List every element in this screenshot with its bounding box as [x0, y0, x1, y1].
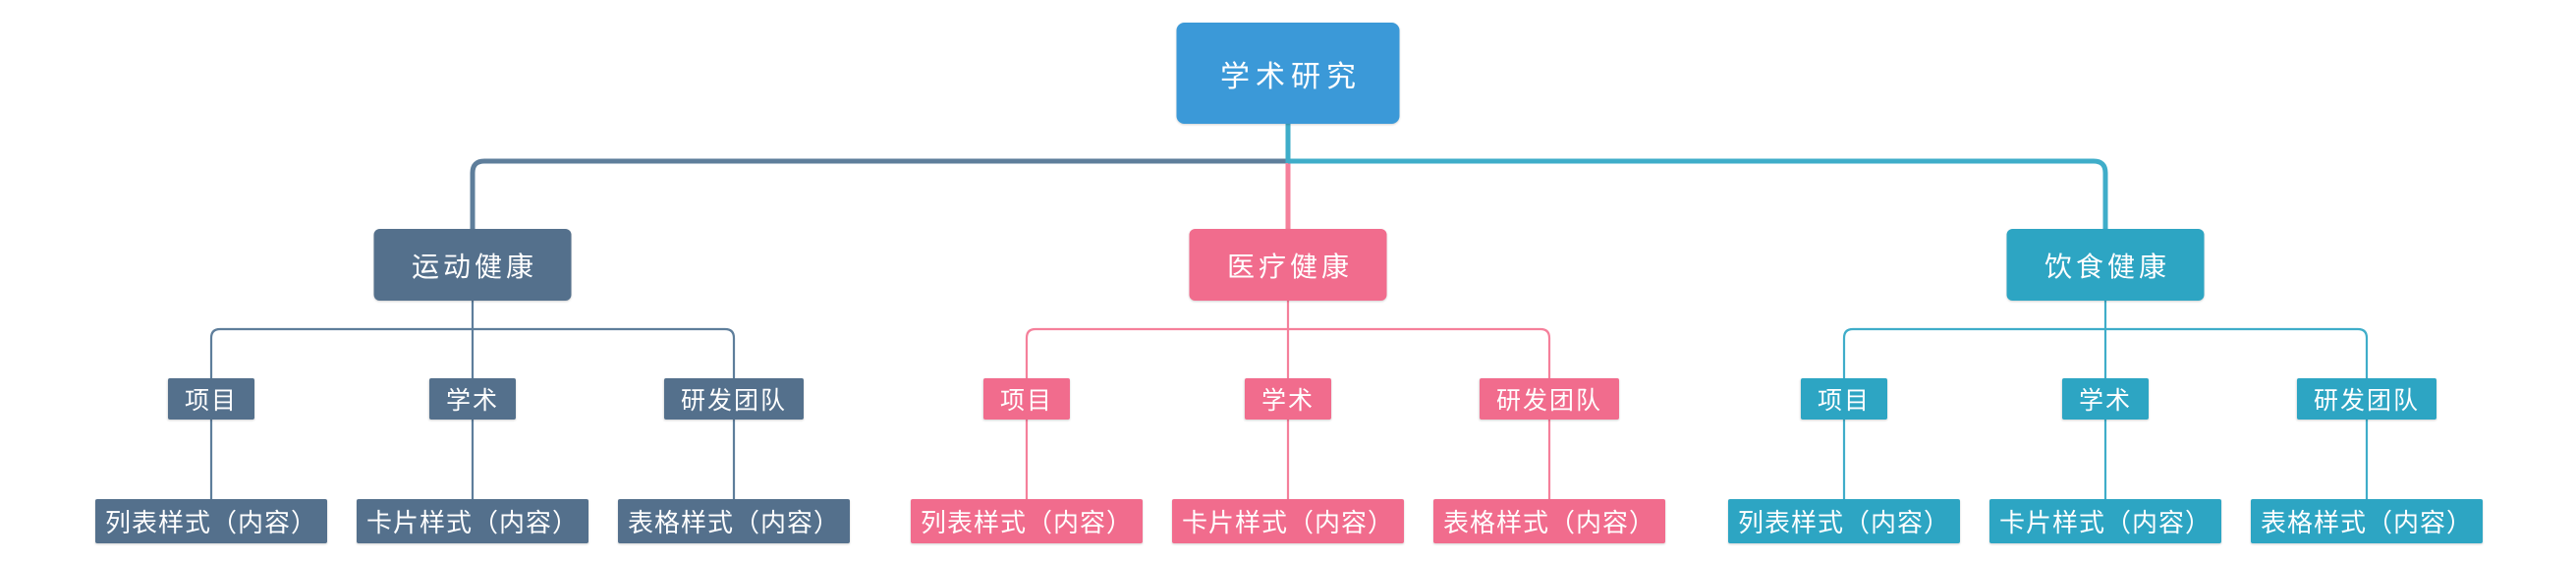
sport-branch-rail [209, 295, 736, 383]
connector-root-to-sport-branch [470, 158, 1288, 236]
diet-branch-rail [1842, 295, 2369, 383]
diet-child-leaf-links [1842, 418, 2369, 503]
branch-node-sport[interactable]: 运动健康 [373, 229, 572, 301]
child-node-sport-project[interactable]: 项目 [167, 378, 255, 420]
leaf-node-diet-table-style[interactable]: 表格样式（内容） [2251, 499, 2483, 543]
leaf-node-diet-card-style[interactable]: 卡片样式（内容） [1989, 499, 2221, 543]
child-node-diet-project[interactable]: 项目 [1800, 378, 1888, 420]
branch-node-diet[interactable]: 饮食健康 [2006, 229, 2205, 301]
leaf-node-sport-table-style[interactable]: 表格样式（内容） [618, 499, 850, 543]
child-node-sport-academic[interactable]: 学术 [428, 378, 517, 420]
leaf-node-sport-card-style[interactable]: 卡片样式（内容） [357, 499, 588, 543]
leaf-node-sport-list-style[interactable]: 列表样式（内容） [95, 499, 327, 543]
connector-root-to-diet-branch [1285, 124, 2108, 236]
branch-node-medical[interactable]: 医疗健康 [1189, 229, 1387, 301]
medical-branch-rail [1025, 295, 1551, 383]
root-node[interactable]: 学术研究 [1176, 23, 1400, 124]
child-node-sport-rdteam[interactable]: 研发团队 [663, 378, 805, 420]
child-node-medical-project[interactable]: 项目 [982, 378, 1071, 420]
leaf-node-medical-list-style[interactable]: 列表样式（内容） [911, 499, 1143, 543]
child-node-diet-academic[interactable]: 学术 [2061, 378, 2150, 420]
sport-child-leaf-links [209, 418, 736, 503]
leaf-node-diet-list-style[interactable]: 列表样式（内容） [1728, 499, 1960, 543]
leaf-node-medical-card-style[interactable]: 卡片样式（内容） [1172, 499, 1404, 543]
child-node-medical-rdteam[interactable]: 研发团队 [1479, 378, 1620, 420]
leaf-node-medical-table-style[interactable]: 表格样式（内容） [1433, 499, 1665, 543]
child-node-medical-academic[interactable]: 学术 [1244, 378, 1332, 420]
medical-child-leaf-links [1025, 418, 1551, 503]
child-node-diet-rdteam[interactable]: 研发团队 [2296, 378, 2437, 420]
